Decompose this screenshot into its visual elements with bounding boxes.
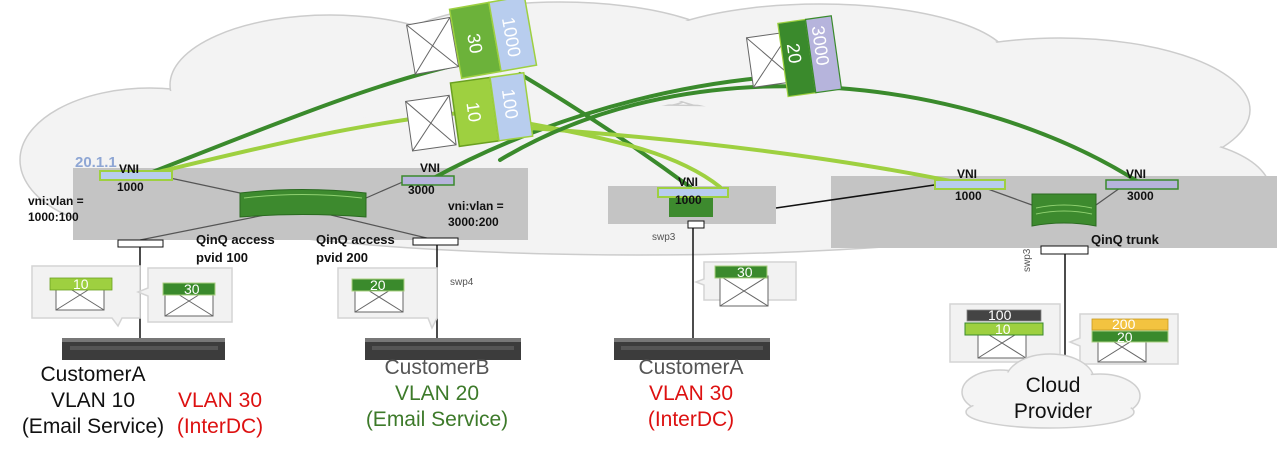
left-vni-3000-tag xyxy=(401,175,455,186)
customer-a-mid-name: CustomerA xyxy=(638,356,743,379)
right-qinq-trunk: QinQ trunk xyxy=(1091,232,1160,247)
left-port-swp4-label: swp4 xyxy=(450,277,474,288)
customer-a-mid-service: (InterDC) xyxy=(648,408,734,431)
tag-cloud-200: 200 xyxy=(1112,316,1136,332)
left-vni-1000-tag xyxy=(99,170,173,181)
left-vni-3000-label: VNI xyxy=(420,161,440,175)
right-port-swp3 xyxy=(1040,245,1089,255)
left-port-swp4 xyxy=(412,237,459,246)
customer-b-name: CustomerB xyxy=(384,356,489,379)
tag-cloud-10: 10 xyxy=(995,321,1011,337)
tag-cust-a-mid-30: 30 xyxy=(737,264,753,280)
customer-a-left-name: CustomerA xyxy=(40,363,145,386)
customer-a-left-service2: (InterDC) xyxy=(177,415,263,438)
left-map-1000-line2: 1000:100 xyxy=(28,210,79,224)
frame-callout-cloud-1: 100 10 xyxy=(949,303,1061,363)
left-vni-1000-label: VNI xyxy=(119,162,139,176)
tag-cloud-20: 20 xyxy=(1117,329,1133,345)
tag-cust-b-20: 20 xyxy=(370,277,386,293)
server-customer-a-mid xyxy=(614,338,770,360)
right-vni-1000-value: 1000 xyxy=(955,189,982,203)
frame-callout-cloud-2: 200 20 xyxy=(1067,313,1179,365)
customer-a-left-vlan: VLAN 10 xyxy=(51,389,135,412)
right-port-swp3-label: swp3 xyxy=(1022,248,1033,272)
frame-callout-a-vlan30: 30 xyxy=(135,267,233,323)
left-map-3000-line2: 3000:200 xyxy=(448,215,499,229)
frame-callout-a-mid-vlan30: 30 xyxy=(693,261,797,307)
frame-callout-b-vlan20: 20 xyxy=(337,267,438,330)
customer-b-vlan: VLAN 20 xyxy=(395,382,479,405)
left-bridge-icon xyxy=(239,189,367,218)
tunnel-vni-1000-e xyxy=(528,126,962,185)
tunnel-vni-1000-c xyxy=(518,72,692,189)
cloud-provider-line2: Provider xyxy=(1014,400,1092,423)
site-link xyxy=(775,182,949,209)
middle-bridge-icon xyxy=(669,197,713,217)
left-map-3000-line1: vni:vlan = xyxy=(448,199,504,213)
packet-a-inner: 30 xyxy=(463,32,486,55)
middle-port-swp3-label: swp3 xyxy=(652,232,676,243)
left-qinq-100-line1: QinQ access xyxy=(196,232,275,247)
server-customer-b xyxy=(365,338,521,360)
left-qinq-200-line2: pvid 200 xyxy=(316,250,368,265)
tunnel-packet-20-3000: 20 3000 xyxy=(745,15,843,98)
tunnel-packet-30-1000: 30 1000 xyxy=(406,0,538,80)
tag-cust-a-30: 30 xyxy=(184,281,200,297)
left-vni-3000-value: 3000 xyxy=(408,183,435,197)
left-map-1000-line1: vni:vlan = xyxy=(28,194,84,208)
customer-a-left-vlan2: VLAN 30 xyxy=(178,389,262,412)
customer-a-mid-vlan: VLAN 30 xyxy=(649,382,733,405)
right-bridge-icon xyxy=(1031,193,1097,227)
tunnel-packet-10-100: 10 100 xyxy=(405,71,534,152)
customer-b-service: (Email Service) xyxy=(366,408,508,431)
left-port-swp3 xyxy=(117,239,164,248)
server-customer-a-left xyxy=(62,338,225,360)
packet-b-outer: 100 xyxy=(498,88,522,121)
tag-cloud-100: 100 xyxy=(988,307,1012,323)
right-vni-1000-label: VNI xyxy=(957,167,977,181)
middle-port-swp3 xyxy=(687,220,705,229)
middle-vni-value: 1000 xyxy=(675,193,702,207)
right-vni-1000-tag xyxy=(934,179,1006,190)
left-qinq-200-line1: QinQ access xyxy=(316,232,395,247)
right-vni-3000-value: 3000 xyxy=(1127,189,1154,203)
cloud-provider-line1: Cloud xyxy=(1026,374,1081,397)
customer-a-left-service: (Email Service) xyxy=(22,415,164,438)
packet-b-inner: 10 xyxy=(462,101,485,124)
frame-callout-a-vlan10: 10 xyxy=(31,265,141,328)
right-vni-3000-tag xyxy=(1105,179,1179,190)
left-site-title: 20.1.1 xyxy=(75,154,117,171)
tag-cust-a-10: 10 xyxy=(73,276,89,292)
right-vni-3000-label: VNI xyxy=(1126,167,1146,181)
middle-vni-label: VNI xyxy=(678,175,698,189)
left-vni-1000-value: 1000 xyxy=(117,180,144,194)
middle-vni-1000-tag xyxy=(657,187,729,198)
packet-c-inner: 20 xyxy=(783,42,806,65)
left-qinq-100-line2: pvid 100 xyxy=(196,250,248,265)
